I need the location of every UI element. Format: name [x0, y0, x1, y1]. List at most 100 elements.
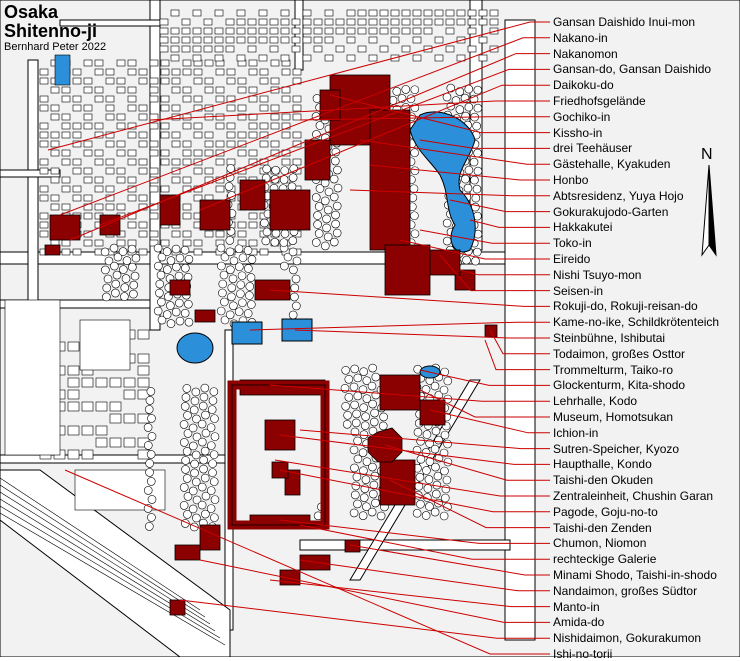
- map-label-14: Toko-in: [553, 236, 592, 251]
- house-95: [270, 104, 280, 112]
- leader-line-35: [349, 544, 550, 576]
- tree-442: [442, 475, 452, 485]
- house-2: [83, 59, 93, 67]
- leader-line-26: [429, 409, 550, 434]
- house-28: [226, 68, 236, 76]
- house-432: [390, 27, 400, 35]
- house-103: [149, 113, 159, 121]
- house-446: [236, 36, 246, 44]
- house-151: [83, 140, 93, 148]
- tree-61: [234, 307, 244, 317]
- tree-195: [463, 183, 473, 193]
- house-445: [225, 36, 235, 44]
- tree-284: [201, 491, 211, 501]
- map-label-16: Nishi Tsuyo-mon: [553, 267, 642, 282]
- house-422: [280, 27, 290, 35]
- leader-line-4: [199, 84, 550, 211]
- house-527: [81, 401, 94, 412]
- tree-302: [210, 513, 219, 522]
- tree-508: [288, 173, 298, 182]
- house-221: [171, 176, 181, 184]
- house-93: [237, 104, 247, 112]
- tree-251: [179, 483, 189, 492]
- tree-339: [358, 448, 368, 457]
- house-382: [489, 9, 499, 17]
- tree-458: [111, 288, 120, 298]
- house-285: [149, 212, 159, 220]
- tree-320: [350, 427, 360, 437]
- tree-42: [220, 297, 229, 307]
- house-68: [94, 95, 104, 103]
- tree-260: [188, 423, 198, 433]
- map-label-7: Kissho-in: [553, 125, 603, 140]
- tree-557: [330, 156, 340, 166]
- house-230: [61, 185, 71, 193]
- leader-line-8: [419, 139, 550, 149]
- tree-487: [262, 227, 272, 237]
- tree-215: [472, 184, 482, 194]
- tree-559: [329, 174, 339, 184]
- building-11: [44, 244, 61, 256]
- tree-3: [156, 270, 166, 280]
- house-26: [193, 68, 203, 76]
- house-122: [182, 122, 192, 130]
- tree-67: [245, 282, 255, 291]
- map-label-28: Haupthalle, Kondo: [553, 457, 652, 472]
- tree-288: [209, 387, 219, 396]
- map-label-9: Gästehalle, Kyakuden: [553, 157, 671, 172]
- leader-line-30: [274, 459, 550, 497]
- house-136: [127, 131, 137, 139]
- tree-529: [313, 211, 322, 220]
- leader-line-18: [269, 289, 550, 307]
- house-23: [160, 68, 170, 76]
- tree-352: [370, 408, 379, 418]
- tree-243: [183, 411, 192, 420]
- leader-line-15: [399, 239, 550, 260]
- house-182: [61, 158, 71, 166]
- house-539: [95, 437, 108, 448]
- tree-447: [100, 247, 110, 257]
- house-222: [182, 176, 192, 184]
- gokuraku-garden-pond: [409, 111, 476, 253]
- house-487: [302, 54, 312, 62]
- house-522: [67, 389, 80, 400]
- tree-78: [291, 274, 301, 284]
- map-label-4: Daikoku-do: [553, 78, 614, 93]
- tree-60: [238, 298, 247, 308]
- house-10: [204, 59, 214, 67]
- house-97: [50, 113, 60, 121]
- house-85: [105, 104, 115, 112]
- leader-line-22: [484, 339, 550, 371]
- house-66: [61, 95, 71, 103]
- house-235: [149, 185, 159, 193]
- tree-233: [145, 468, 154, 477]
- tree-427: [431, 489, 441, 499]
- house-439: [159, 36, 169, 44]
- tree-566: [329, 237, 339, 247]
- house-6: [149, 59, 159, 67]
- house-332: [83, 239, 93, 247]
- tree-358: [368, 462, 377, 472]
- house-519: [137, 377, 150, 388]
- house-7: [160, 59, 170, 67]
- tree-228: [143, 423, 153, 432]
- house-8: [182, 59, 192, 67]
- house-102: [138, 113, 148, 121]
- house-361: [170, 9, 180, 17]
- map-credit: Bernhard Peter 2022: [4, 41, 107, 53]
- house-372: [379, 9, 389, 17]
- tree-345: [362, 502, 371, 511]
- leader-line-33: [279, 519, 550, 544]
- tree-558: [333, 165, 342, 175]
- building-8: [159, 194, 181, 226]
- map-label-39: Nishidaimon, Gokurakumon: [553, 631, 702, 646]
- house-173: [182, 149, 192, 157]
- tree-268: [192, 495, 202, 505]
- house-120: [149, 122, 159, 130]
- house-261: [50, 203, 60, 211]
- house-481: [170, 54, 180, 62]
- house-250: [127, 194, 137, 202]
- leader-line-32: [389, 479, 550, 529]
- house-428: [346, 27, 356, 35]
- tree-84: [392, 87, 402, 96]
